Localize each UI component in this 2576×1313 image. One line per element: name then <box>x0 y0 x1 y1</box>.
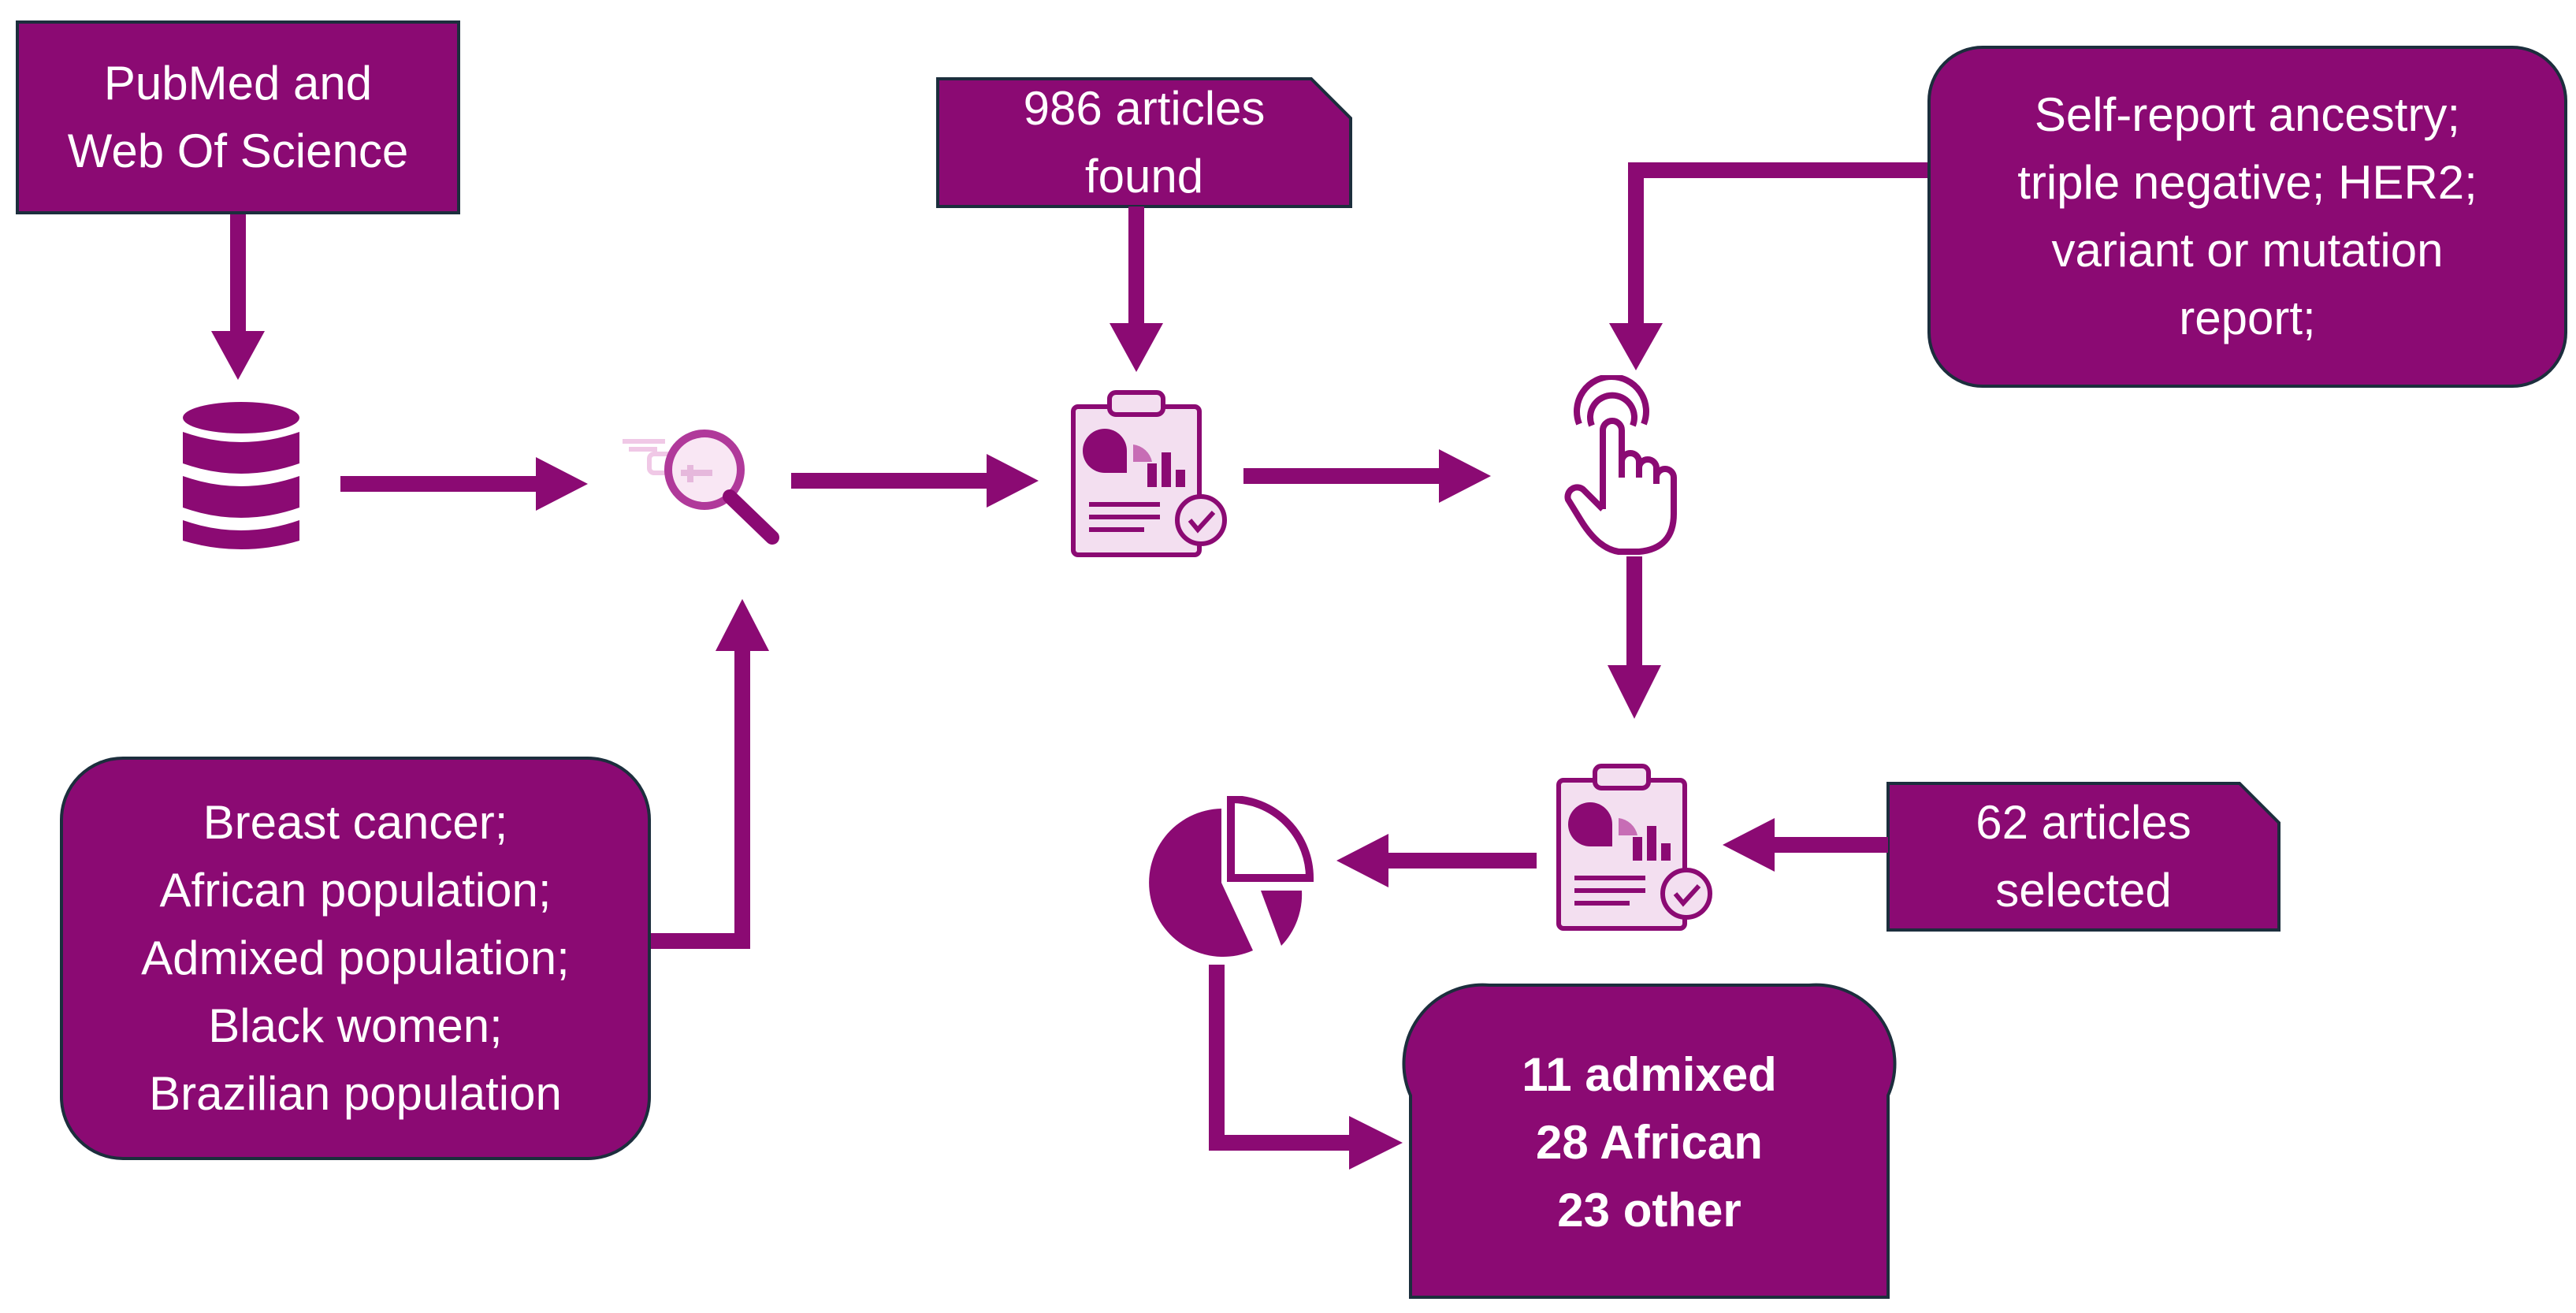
report-clipboard-icon-2 <box>1556 764 1712 931</box>
arrow-search-report <box>791 473 988 489</box>
criteria-line-3: variant or mutation <box>2051 224 2444 277</box>
sources-line-2: Web Of Science <box>67 125 409 177</box>
arrow-found-report <box>1128 206 1144 325</box>
results-line-3: 23 other <box>1557 1184 1741 1237</box>
arrow-hand-report2 <box>1626 556 1642 667</box>
results-box: 11 admixed 28 African 23 other <box>1411 1025 1888 1261</box>
found-line-1: 986 articles <box>1023 82 1266 135</box>
found-line-2: found <box>1084 150 1204 203</box>
criteria-box: Self-report ancestry; triple negative; H… <box>1927 46 2567 388</box>
search-icon <box>623 430 779 545</box>
arrow-keywords-search-v <box>734 649 750 949</box>
found-box: 986 articles found <box>938 79 1351 206</box>
arrow-criteria-hand-v <box>1628 162 1644 325</box>
selected-box: 62 articles selected <box>1888 783 2279 930</box>
database-icon <box>183 402 299 549</box>
criteria-line-4: report; <box>2179 292 2316 344</box>
criteria-line-2: triple negative; HER2; <box>2017 156 2477 209</box>
arrow-pie-results-h <box>1209 1135 1351 1151</box>
keywords-line-3: Admixed population; <box>141 932 570 984</box>
criteria-line-1: Self-report ancestry; <box>2034 88 2461 141</box>
arrow-report2-pie <box>1387 853 1537 869</box>
keywords-line-2: African population; <box>159 864 552 917</box>
arrow-pie-results-v <box>1209 965 1225 1151</box>
keywords-line-5: Brazilian population <box>149 1067 562 1120</box>
selected-line-2: selected <box>1995 864 2172 917</box>
keywords-line-4: Black women; <box>208 999 503 1052</box>
arrow-sources-db <box>230 214 246 333</box>
arrow-selected-report2 <box>1773 837 1888 853</box>
results-line-2: 28 African <box>1536 1116 1763 1169</box>
sources-line-1: PubMed and <box>103 57 373 110</box>
selected-line-1: 62 articles <box>1976 796 2191 849</box>
report-clipboard-icon <box>1071 390 1227 557</box>
keywords-line-1: Breast cancer; <box>203 796 508 849</box>
arrow-keywords-search-h <box>651 933 750 949</box>
arrow-report-hand <box>1243 468 1440 484</box>
arrow-db-search <box>340 476 537 492</box>
pie-chart-icon <box>1149 796 1314 957</box>
results-line-1: 11 admixed <box>1522 1048 1777 1101</box>
arrow-criteria-hand-h <box>1628 162 1927 178</box>
sources-box: PubMed and Web Of Science <box>16 20 460 214</box>
touch-hand-icon <box>1564 375 1677 555</box>
keywords-box: Breast cancer; African population; Admix… <box>60 757 651 1160</box>
